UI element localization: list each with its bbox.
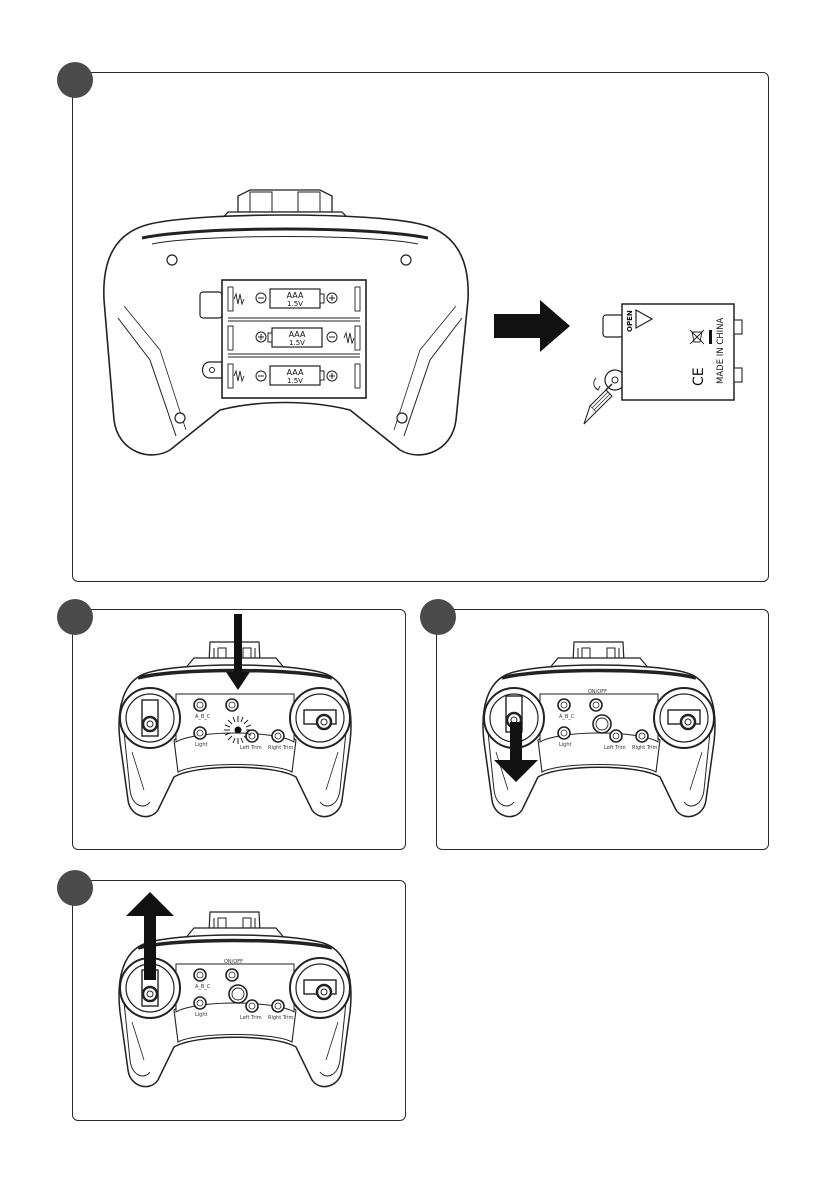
label-onoff-3: ON/OFF (588, 689, 607, 695)
battery-3-voltage: 1.5V (287, 377, 303, 385)
label-right-trim-3: Right Trim (632, 745, 658, 751)
label-abc-3: A_B_C (559, 714, 575, 720)
label-abc-4: A_B_C (195, 984, 211, 990)
arrow-right-icon (494, 300, 570, 352)
label-right-trim: Right Trim (268, 745, 294, 751)
label-left-trim-4: Left Trim (240, 1015, 262, 1021)
battery-1-voltage: 1.5V (287, 300, 303, 308)
battery-2-voltage: 1.5V (289, 339, 305, 347)
cover-open-label: OPEN (626, 310, 634, 332)
cover-ce-mark: CE (691, 367, 707, 386)
battery-1-type: AAA (287, 291, 304, 300)
battery-2-type: AAA (289, 330, 306, 339)
label-abc: A_B_C (195, 714, 211, 720)
label-left-trim: Left Trim (240, 745, 262, 751)
battery-cover: OPEN CE MADE IN CHINA (600, 304, 742, 400)
label-light-4: Light (195, 1012, 208, 1018)
power-burst-icon (224, 716, 252, 744)
controller-back-view: AAA 1.5V AAA 1.5V AAA 1.5V (104, 190, 468, 455)
label-light-3: Light (559, 742, 572, 748)
battery-3-type: AAA (287, 368, 304, 377)
label-left-trim-3: Left Trim (604, 745, 626, 751)
cover-origin-label: MADE IN CHINA (716, 317, 726, 384)
label-onoff-4: ON/OFF (224, 959, 243, 965)
label-right-trim-4: Right Trim (268, 1015, 294, 1021)
label-light: Light (195, 742, 208, 748)
